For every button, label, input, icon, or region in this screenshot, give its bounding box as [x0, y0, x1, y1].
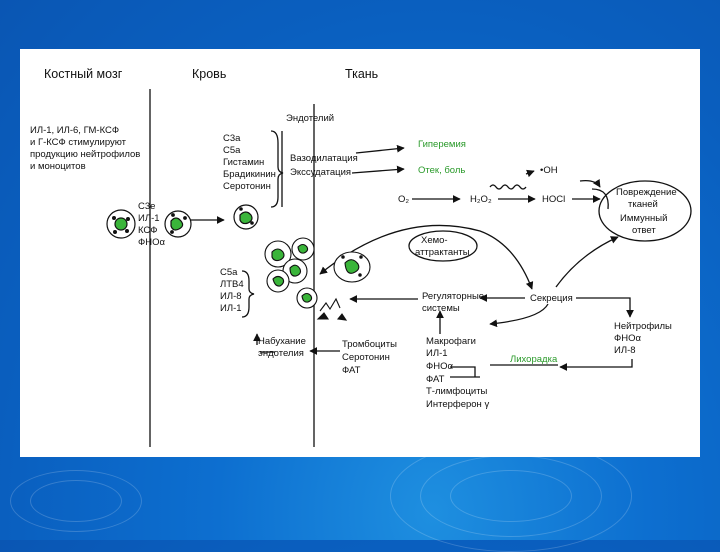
neutrophils-label: Нейтрофилы: [614, 321, 672, 332]
vasoactive-serotonin: Серотонин: [223, 181, 271, 192]
macrophages-label: Макрофаги: [426, 336, 476, 347]
vasoactive-c5a: С5а: [223, 145, 241, 156]
hocl-label: HOCl: [542, 194, 566, 205]
t-lymphocytes-label: Т-лимфоциты: [426, 386, 488, 397]
vasoactive-histamine: Гистамин: [223, 157, 265, 168]
platelets-serotonin: Серотонин: [342, 352, 390, 363]
swelling-label-1: Набухание: [258, 336, 306, 347]
damage-label-1: Повреждение: [616, 187, 677, 198]
fever-label: Лихорадка: [510, 354, 558, 365]
adhesion-il8: ИЛ-8: [220, 291, 242, 302]
secretion-label: Секреция: [530, 293, 573, 304]
column-blood: Кровь: [192, 67, 227, 81]
exudation-label: Экссудатация: [290, 167, 352, 178]
mediator-csf: КСФ: [138, 225, 158, 236]
marrow-text-2: и Г-КСФ стимулируют: [30, 137, 127, 148]
column-bone-marrow: Костный мозг: [44, 67, 123, 81]
mediator-il1: ИЛ-1: [138, 213, 160, 224]
background-ripple: [10, 470, 142, 532]
macrophages-tnf: ФНОα: [426, 361, 453, 372]
column-tissue: Ткань: [345, 67, 379, 81]
o2-label: O₂: [398, 194, 410, 205]
marrow-cells: [106, 209, 192, 239]
macrophages-paf: ФАТ: [426, 374, 445, 385]
chemoattractants-label-2: аттрактанты: [415, 247, 470, 258]
adhesion-c5a: С5а: [220, 267, 238, 278]
macrophages-il1: ИЛ-1: [426, 348, 448, 359]
chemoattractants-label-1: Хемо-: [421, 235, 448, 246]
h2o2-label: H₂O₂: [470, 194, 492, 205]
damage-label-4: ответ: [632, 225, 656, 236]
endothelium-cell-cluster: [264, 237, 371, 321]
endothelium-label: Эндотелий: [286, 113, 335, 124]
hyperemia-label: Гиперемия: [418, 139, 466, 150]
mediator-c3e: С3е: [138, 201, 156, 212]
adhesion-ltb4: ЛТВ4: [220, 279, 244, 290]
blood-cells: [233, 204, 259, 230]
edema-pain-label: Отек, боль: [418, 165, 466, 176]
diagram-lines: [106, 89, 692, 447]
interferon-label: Интерферон γ: [426, 399, 490, 410]
platelets-paf: ФАТ: [342, 365, 361, 376]
platelets-label: Тромбоциты: [342, 339, 397, 350]
regulatory-label-2: системы: [422, 303, 460, 314]
vasoactive-c3a: С3а: [223, 133, 241, 144]
damage-label-2: тканей: [628, 199, 658, 210]
brace-vasoactive: [270, 130, 284, 208]
oh-radical-label: •ОН: [540, 165, 558, 176]
swelling-label-2: эндотелия: [258, 348, 304, 359]
mediator-tnf: ФНОα: [138, 237, 165, 248]
neutrophils-il8: ИЛ-8: [614, 345, 636, 356]
damage-label-3: Иммунный: [620, 213, 668, 224]
marrow-text-4: и моноцитов: [30, 161, 86, 172]
neutrophils-tnf: ФНОα: [614, 333, 641, 344]
marrow-text-3: продукцию нейтрофилов: [30, 149, 141, 160]
vasoactive-bradykinin: Брадикинин: [223, 169, 276, 180]
adhesion-il1: ИЛ-1: [220, 303, 242, 314]
regulatory-label-1: Регуляторные: [422, 291, 485, 302]
diagram-slide: Костный мозг Кровь Ткань ИЛ-1, ИЛ-6, ГМ-…: [20, 49, 700, 457]
marrow-text-1: ИЛ-1, ИЛ-6, ГМ-КСФ: [30, 125, 120, 136]
vasodilatation-label: Вазодилатация: [290, 153, 358, 164]
damage-ellipse: [598, 180, 692, 242]
